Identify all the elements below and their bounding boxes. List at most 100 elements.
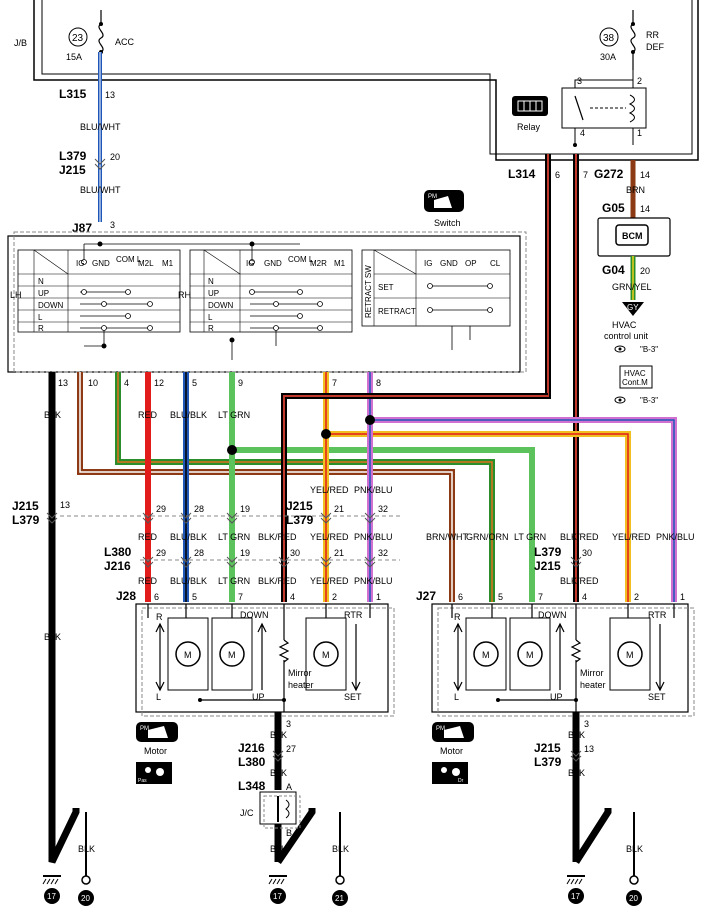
svg-text:N: N: [38, 277, 44, 286]
svg-text:PNK/BLU: PNK/BLU: [354, 576, 393, 586]
switch-label: Switch: [434, 218, 461, 228]
motor-right: R L DOWN UP RTR SET M M M Mirror heater: [431, 603, 695, 717]
svg-text:B: B: [286, 828, 292, 838]
svg-text:J216: J216: [238, 741, 265, 755]
svg-text:10: 10: [88, 378, 98, 388]
svg-text:R: R: [208, 324, 214, 333]
svg-text:Cont.M: Cont.M: [622, 378, 648, 387]
svg-text:"B-3": "B-3": [640, 345, 658, 354]
wire-blk-motor-left: [274, 712, 341, 876]
svg-text:3: 3: [110, 220, 115, 230]
svg-text:RED: RED: [138, 532, 158, 542]
svg-text:L: L: [156, 692, 161, 702]
svg-text:M2L: M2L: [138, 259, 154, 268]
svg-text:7: 7: [538, 592, 543, 602]
svg-text:YEL/RED: YEL/RED: [310, 485, 349, 495]
conn-l379: L379: [59, 149, 87, 163]
svg-text:30: 30: [582, 548, 592, 558]
svg-text:15A: 15A: [66, 52, 82, 62]
svg-text:J/C: J/C: [240, 808, 254, 818]
svg-text:J215: J215: [534, 741, 561, 755]
svg-text:GND: GND: [92, 259, 110, 268]
svg-text:L379: L379: [534, 755, 562, 769]
ground-17-left: 17: [42, 875, 62, 904]
wire-blk-left: [48, 808, 87, 876]
motor-icon-right: PM: [432, 722, 474, 742]
svg-text:A: A: [286, 782, 292, 792]
svg-text:DOWN: DOWN: [240, 610, 269, 620]
svg-text:BLU/BLK: BLU/BLK: [170, 532, 207, 542]
conn-g04: G04: [602, 263, 625, 277]
svg-text:CL: CL: [490, 259, 501, 268]
svg-text:SET: SET: [378, 283, 394, 292]
svg-text:LT GRN: LT GRN: [218, 410, 250, 420]
svg-text:3: 3: [577, 76, 582, 86]
svg-text:BLK: BLK: [332, 844, 349, 854]
svg-text:32: 32: [378, 548, 388, 558]
conn-j215-mid: J215: [12, 499, 39, 513]
svg-text:PM: PM: [140, 726, 149, 732]
gy-badge: GY: [622, 302, 644, 316]
svg-text:IG: IG: [424, 259, 432, 268]
splice-points: [227, 415, 375, 455]
svg-text:21: 21: [334, 548, 344, 558]
wire-label: BLU/WHT: [80, 122, 121, 132]
svg-text:UP: UP: [208, 289, 219, 298]
svg-text:19: 19: [240, 504, 250, 514]
svg-text:L380: L380: [238, 755, 266, 769]
svg-text:BLK: BLK: [568, 730, 585, 740]
motor-label-right: Motor: [440, 746, 463, 756]
svg-text:OP: OP: [465, 259, 477, 268]
svg-text:DOWN: DOWN: [538, 610, 567, 620]
svg-text:20: 20: [110, 152, 120, 162]
svg-text:7: 7: [238, 592, 243, 602]
ground-17-right: 17: [566, 875, 586, 904]
svg-text:BLK/RED: BLK/RED: [560, 576, 599, 586]
svg-text:14: 14: [640, 204, 650, 214]
svg-text:2: 2: [332, 592, 337, 602]
svg-text:4: 4: [582, 592, 587, 602]
svg-text:UP: UP: [550, 692, 563, 702]
svg-text:14: 14: [640, 170, 650, 180]
conn-g272: G272: [594, 167, 624, 181]
conn-j87: J87: [72, 221, 92, 235]
svg-text:17: 17: [47, 892, 56, 901]
svg-text:M: M: [626, 650, 634, 660]
svg-text:"B-3": "B-3": [640, 396, 658, 405]
wire-blk-motor-right: [572, 712, 635, 876]
svg-text:BRN: BRN: [626, 185, 645, 195]
svg-text:RED: RED: [138, 576, 158, 586]
svg-text:heater: heater: [288, 680, 314, 690]
svg-text:heater: heater: [580, 680, 606, 690]
svg-text:4: 4: [580, 128, 585, 138]
svg-text:PNK/BLU: PNK/BLU: [354, 532, 393, 542]
svg-text:1: 1: [376, 592, 381, 602]
driver-seat-icon: Dr: [432, 762, 468, 784]
svg-text:L: L: [38, 313, 43, 322]
svg-text:PM: PM: [436, 726, 445, 732]
svg-text:RED: RED: [138, 410, 158, 420]
mirror-switch: [7, 231, 527, 373]
svg-text:27: 27: [286, 744, 296, 754]
ground-20-right: 20: [626, 875, 642, 906]
svg-text:23: 23: [72, 33, 84, 44]
svg-text:28: 28: [194, 548, 204, 558]
svg-text:M1: M1: [334, 259, 346, 268]
svg-text:5: 5: [192, 378, 197, 388]
motor-label-left: Motor: [144, 746, 167, 756]
svg-text:9: 9: [238, 378, 243, 388]
svg-text:3: 3: [286, 719, 291, 729]
svg-text:8: 8: [376, 378, 381, 388]
ground-17-mid: 17: [268, 875, 288, 904]
svg-text:control unit: control unit: [604, 331, 649, 341]
svg-text:Mirror: Mirror: [288, 668, 312, 678]
svg-text:32: 32: [378, 504, 388, 514]
svg-text:IG: IG: [246, 259, 254, 268]
svg-text:30A: 30A: [600, 52, 616, 62]
svg-text:38: 38: [603, 33, 615, 44]
conn-l379-right: L379: [534, 545, 562, 559]
svg-text:BLK: BLK: [44, 410, 61, 420]
svg-text:29: 29: [156, 548, 166, 558]
svg-text:M: M: [322, 650, 330, 660]
